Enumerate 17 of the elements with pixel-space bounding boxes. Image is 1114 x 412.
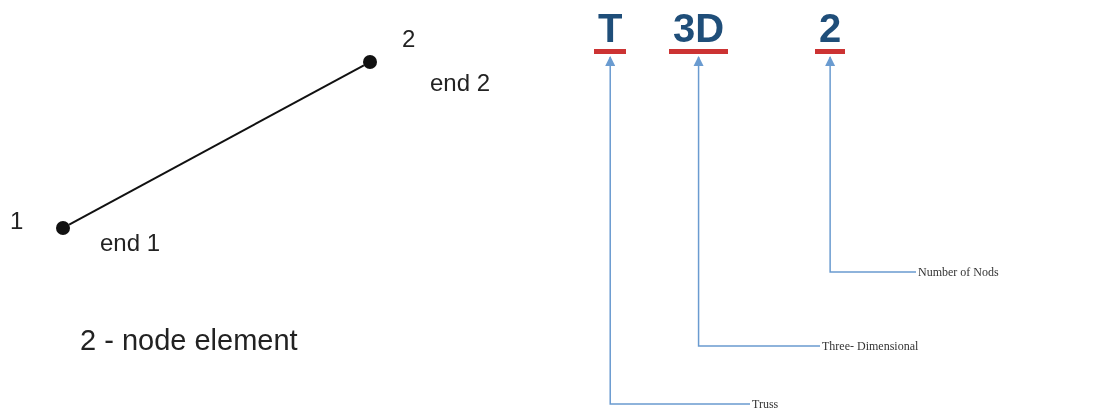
node-dot [363,55,377,69]
element-caption: 2 - node element [80,324,298,356]
callout-text: Three- Dimensional [822,339,919,353]
element-line [68,64,365,226]
leader-arrow [824,55,917,273]
node-dot [56,221,70,235]
leader-arrow [604,55,751,405]
underlined-code-letter: 3D [669,8,729,54]
node-number: 1 [10,208,24,234]
callout-text: Number of Nods [918,265,999,279]
callout-text: Truss [752,397,779,411]
underlined-code-letter: 2 [815,8,846,54]
end-label: end 1 [100,230,161,256]
end-label: end 2 [430,70,491,96]
leader-arrow [693,55,821,347]
underlined-code-letter: T [594,8,627,54]
node-number: 2 [402,26,416,52]
